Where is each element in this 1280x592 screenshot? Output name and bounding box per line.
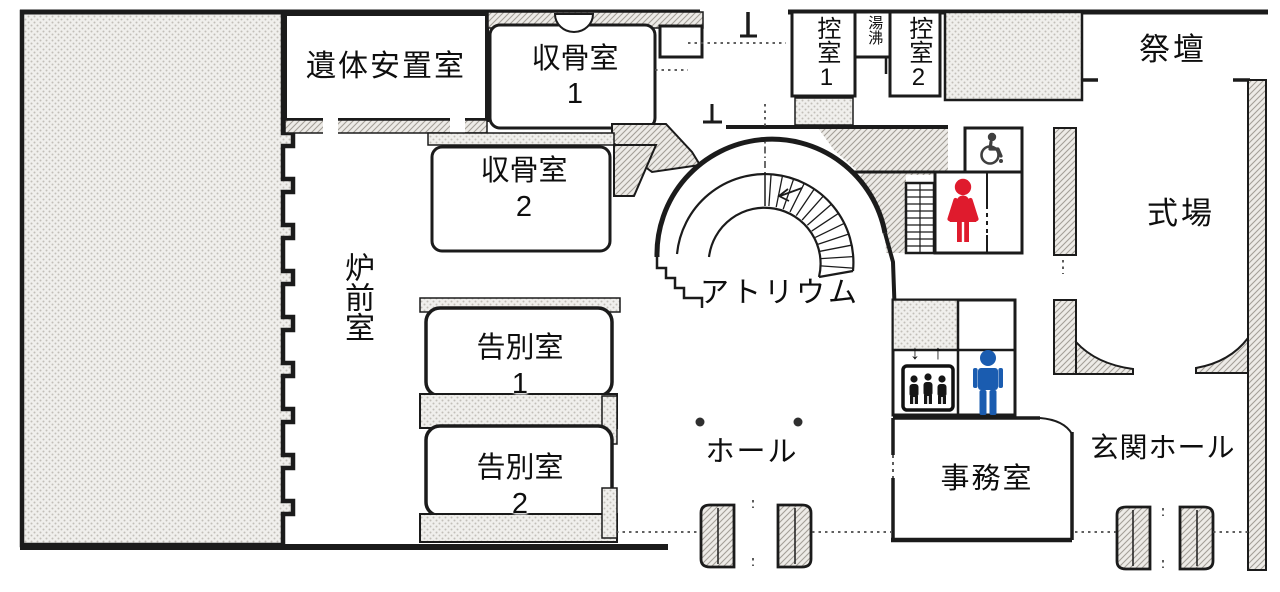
label-farewell2-name: 告別室 [476,452,564,484]
elevator-icon [901,364,955,412]
label-ossuary2: 収骨室 2 [444,153,604,225]
label-farewell1-number: 1 [511,368,529,400]
label-ossuary1-number: 1 [566,78,584,110]
ossuary-rooms [427,11,704,253]
label-farewell1: 告別室 1 [440,330,600,402]
label-hall: ホール [705,436,799,468]
label-farewell2: 告別室 2 [440,450,600,522]
entrance-doors [699,503,1215,571]
label-ossuary2-number: 2 [515,191,533,223]
label-ceremony-hall: 式場 [1147,196,1215,231]
waiting-rooms [790,10,942,126]
label-waiting2: 控室2 [904,16,932,91]
office-room [891,416,1074,543]
elevator-up-arrow: ↑ [933,342,943,364]
label-farewell1-name: 告別室 [476,332,564,364]
label-entrance-hall: 玄関ホール [1090,432,1236,463]
label-kettle: 湯沸 [866,15,884,45]
morgue-room [283,12,489,136]
label-altar: 祭壇 [1139,32,1207,67]
atrium-spiral-stair [654,104,948,369]
corridor-dashes [616,42,1248,568]
hall-columns [695,417,803,427]
label-ossuary1: 収骨室 1 [495,42,655,112]
wheelchair-icon [980,132,1003,165]
mens-restroom-icon [973,350,1003,415]
label-furnace-anteroom: 炉前室 [340,252,373,342]
elevator-down-arrow: ↓ [910,342,920,364]
label-ossuary2-name: 収骨室 [480,155,568,187]
label-ossuary1-name: 収骨室 [531,43,619,75]
label-farewell2-number: 2 [511,488,529,520]
label-waiting1: 控室1 [812,16,840,91]
restroom-block [904,126,1024,255]
label-morgue: 遺体安置室 [306,50,466,83]
womens-restroom-icon [947,178,979,242]
farewell-rooms [419,297,621,543]
altar-ceremony-walls [943,10,1267,571]
label-atrium: アトリウム [699,277,860,309]
crematory-block [19,9,668,550]
label-office: 事務室 [940,463,1034,495]
